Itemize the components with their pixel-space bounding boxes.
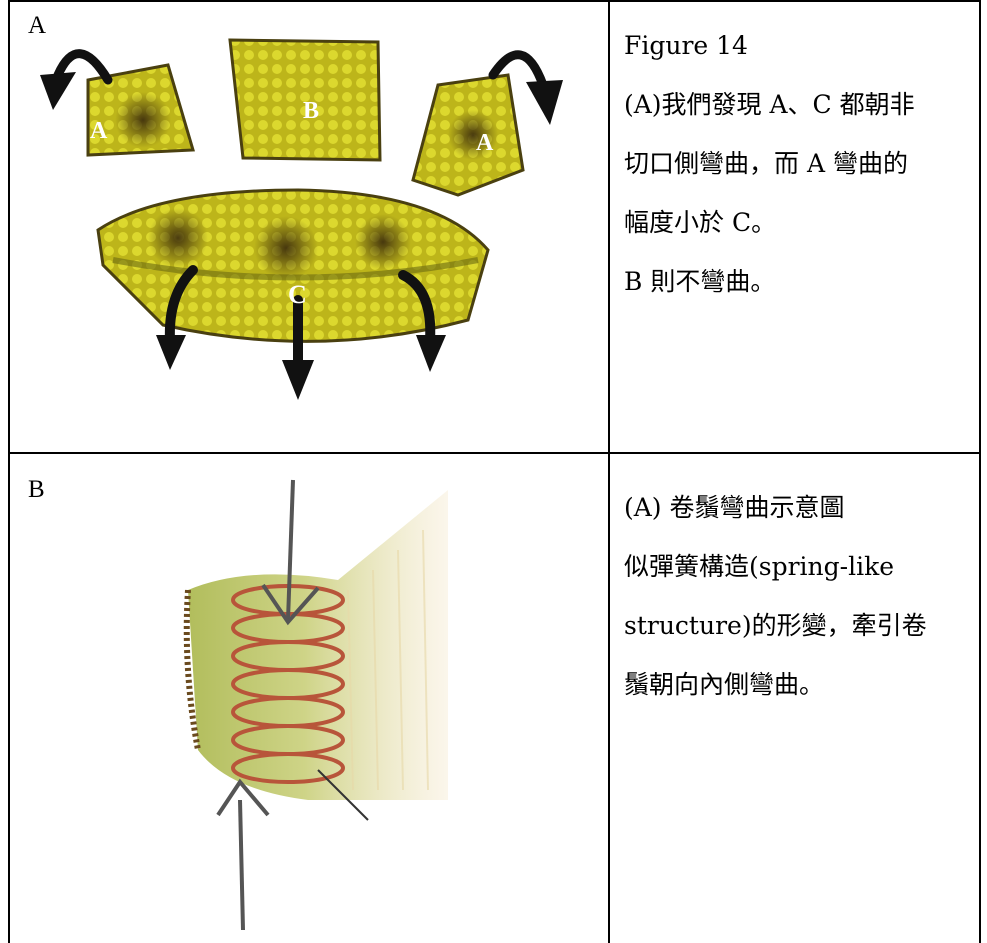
panel-b-label: B [28,476,45,504]
caption-line: 幅度小於 C。 [624,193,915,252]
panel-b-illustration [128,470,488,940]
table-border-right [979,0,981,943]
table-border-left [8,0,10,943]
caption-line: Figure 14 [624,16,915,75]
caption-line: B 則不彎曲。 [624,252,915,311]
caption-line: structure)的形變，牽引卷 [624,596,927,655]
caption-line: (A)我們發現 A、C 都朝非 [624,75,915,134]
piece-label-a-right: A [476,130,494,156]
piece-label-a-left: A [90,118,108,144]
caption-line: (A) 卷鬚彎曲示意圖 [624,478,927,537]
table-column-divider [608,0,610,943]
caption-line: 鬚朝向內側彎曲。 [624,655,927,714]
panel-b-caption: (A) 卷鬚彎曲示意圖 似彈簧構造(spring-like structure)… [624,478,927,714]
piece-label-c: C [288,280,307,309]
tissue-piece-a-right [413,75,523,195]
panel-a-caption: Figure 14 (A)我們發現 A、C 都朝非 切口側彎曲，而 A 彎曲的 … [624,16,915,311]
table-border-top [8,0,981,2]
caption-line: 切口側彎曲，而 A 彎曲的 [624,134,915,193]
piece-label-b: B [303,98,319,124]
table-row-divider [8,452,981,454]
caption-line: 似彈簧構造(spring-like [624,537,927,596]
figure-table: A [8,0,987,943]
compression-arrow-bottom [218,782,268,930]
panel-a-illustration: A B A C [18,20,598,410]
